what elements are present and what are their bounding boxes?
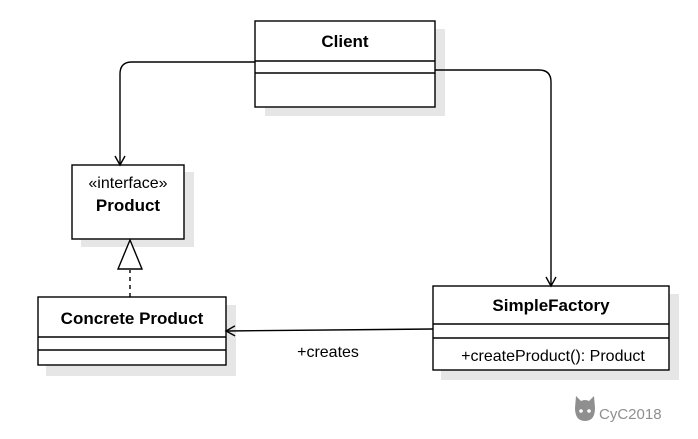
product-interface-name: Product bbox=[96, 196, 161, 215]
realization-arrow bbox=[116, 238, 144, 297]
simple-factory-class[interactable]: SimpleFactory +createProduct(): Product bbox=[432, 285, 670, 371]
watermark: CyC2018 bbox=[575, 396, 662, 423]
concrete-product-class-name: Concrete Product bbox=[61, 309, 204, 328]
client-class-name: Client bbox=[321, 32, 369, 51]
product-interface[interactable]: «interface» Product bbox=[71, 164, 185, 240]
watermark-text: CyC2018 bbox=[599, 406, 662, 423]
client-to-factory-arrow bbox=[435, 69, 557, 288]
product-stereotype: «interface» bbox=[88, 175, 167, 192]
hollow-triangle-icon bbox=[116, 238, 144, 270]
github-cat-icon bbox=[575, 396, 595, 421]
creates-label: +creates bbox=[297, 344, 359, 361]
simple-factory-class-name: SimpleFactory bbox=[492, 296, 610, 315]
create-product-method: +createProduct(): Product bbox=[461, 348, 645, 365]
creates-arrow bbox=[224, 325, 434, 337]
client-to-product-arrow bbox=[114, 61, 255, 167]
concrete-product-class[interactable]: Concrete Product bbox=[37, 296, 227, 366]
client-class[interactable]: Client bbox=[254, 20, 436, 108]
